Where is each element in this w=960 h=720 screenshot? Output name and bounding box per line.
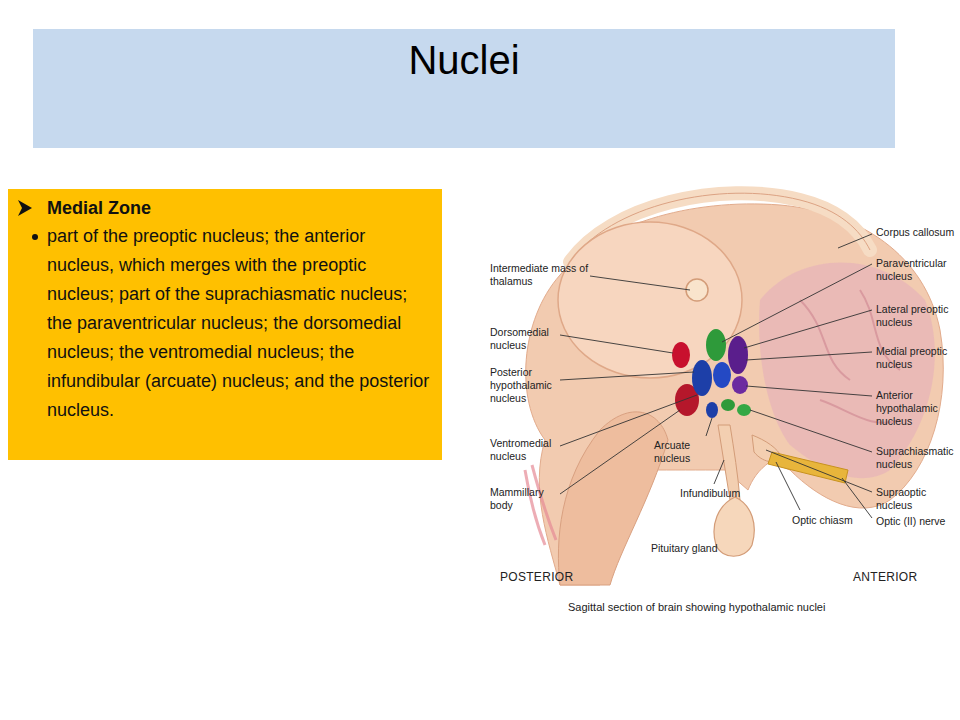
part-label: Posterior hypothalamic nucleus — [490, 366, 558, 405]
arrow-bullet — [18, 200, 32, 216]
nucleus-purple — [732, 376, 748, 394]
part-label: Intermediate mass of thalamus — [490, 262, 590, 288]
text-panel: Medial Zone part of the preoptic nucleus;… — [8, 189, 442, 460]
list-bullet — [32, 234, 38, 240]
brainstem-vessels — [525, 465, 556, 545]
leader-line — [746, 352, 872, 360]
nucleus-green — [721, 399, 735, 411]
nucleus-purple — [728, 336, 748, 374]
hypothalamic-nuclei — [672, 329, 751, 418]
nucleus-blue — [706, 402, 718, 418]
slide-title: Nuclei — [33, 36, 895, 84]
nucleus-blue — [713, 362, 731, 388]
part-label: Mammillary body — [490, 486, 556, 512]
leader-line — [842, 478, 872, 518]
leader-line — [744, 310, 872, 348]
nucleus-green — [737, 404, 751, 416]
leader-line — [750, 410, 872, 452]
part-label: Lateral preoptic nucleus — [876, 303, 958, 329]
part-label: Medial preoptic nucleus — [876, 345, 958, 371]
direction-label: ANTERIOR — [853, 570, 943, 584]
leader-line — [706, 418, 712, 436]
part-label: Anterior hypothalamic nucleus — [876, 389, 958, 428]
part-label: Ventromedial nucleus — [490, 437, 556, 463]
panel-heading: Medial Zone — [47, 197, 442, 219]
part-label: Corpus callosum — [876, 226, 958, 239]
thalamus — [558, 222, 742, 378]
figure-caption: Sagittal section of brain showing hypoth… — [568, 601, 825, 614]
leader-line — [722, 264, 872, 342]
part-label: Infundibulum — [680, 487, 760, 500]
optic-nerve — [768, 452, 848, 483]
part-label: Optic (II) nerve — [876, 515, 958, 528]
part-label: Paraventricular nucleus — [876, 257, 958, 283]
leader-line — [560, 335, 673, 353]
part-label: Arcuate nucleus — [654, 439, 704, 465]
part-label: Suprachiasmatic nucleus — [876, 445, 958, 471]
nucleus-green — [706, 329, 726, 361]
part-label: Pituitary gland — [651, 542, 741, 555]
direction-label: POSTERIOR — [500, 570, 590, 584]
leader-line — [560, 372, 694, 380]
leader-line — [838, 234, 872, 248]
part-label: Dorsomedial nucleus — [490, 326, 556, 352]
leader-line — [746, 386, 872, 396]
leader-line — [560, 395, 697, 446]
leader-line — [714, 460, 724, 484]
nucleus-blue — [692, 360, 712, 396]
brainstem — [558, 412, 668, 585]
panel-text: part of the preoptic nucleus; the anteri… — [47, 222, 437, 425]
part-label: Supraoptic nucleus — [876, 486, 958, 512]
leader-lines — [560, 234, 872, 518]
leader-line — [590, 276, 690, 290]
nucleus-red — [672, 342, 690, 368]
leader-line — [766, 450, 872, 492]
pituitary-gland — [714, 497, 754, 556]
part-label: Optic chiasm — [792, 514, 872, 527]
leader-line — [776, 462, 800, 510]
